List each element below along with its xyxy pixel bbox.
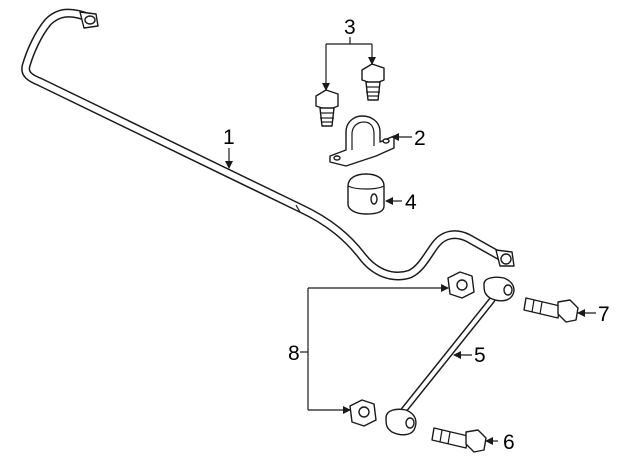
link-bushing-upper	[447, 271, 475, 299]
callout-6: 6	[503, 431, 515, 454]
bolt-6	[431, 427, 487, 453]
link-bushing-lower	[349, 399, 377, 427]
stabilizer-bar	[21, 8, 515, 281]
bolt-7	[523, 297, 579, 323]
leader-lines	[225, 37, 596, 445]
bolt-right	[361, 63, 385, 101]
callout-1: 1	[223, 126, 235, 149]
callout-2: 2	[414, 127, 426, 150]
stabilizer-link	[385, 276, 515, 436]
bar-bushing	[347, 173, 385, 215]
bushing-bracket	[329, 115, 395, 167]
callout-3: 3	[344, 16, 356, 39]
bolt-left	[315, 89, 339, 127]
callout-7: 7	[598, 303, 610, 326]
callout-5: 5	[474, 344, 486, 367]
callout-8: 8	[288, 342, 300, 365]
callout-4: 4	[405, 191, 417, 214]
